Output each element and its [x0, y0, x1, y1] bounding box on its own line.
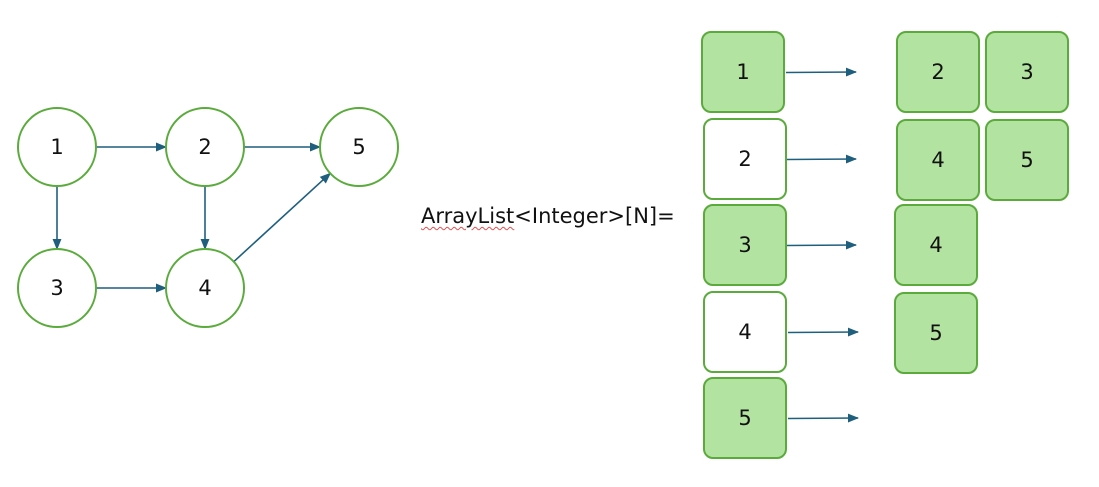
- list-neighbor-label: 4: [929, 233, 942, 257]
- graph-node-4: 4: [165, 248, 245, 328]
- list-neighbor-2-5: 5: [985, 119, 1069, 201]
- graph-node-label: 3: [50, 276, 63, 300]
- list-arrow-3: [785, 240, 858, 250]
- list-arrow-5: [787, 413, 860, 423]
- list-index-label: 1: [736, 60, 749, 84]
- graph-edge-4-5: [233, 172, 332, 263]
- arraylist-caption: ArrayList<Integer>[N]=: [421, 204, 675, 228]
- list-index-box: [703, 118, 787, 200]
- list-index-box: [703, 377, 787, 459]
- list-neighbor-1-3: 3: [985, 31, 1069, 113]
- list-neighbor-box: [896, 31, 980, 113]
- list-index-box: [703, 204, 787, 286]
- list-neighbor-box: [896, 119, 980, 201]
- graph-node-circle: [17, 107, 97, 187]
- graph-node-3: 3: [17, 248, 97, 328]
- graph-edges: [52, 142, 332, 293]
- list-neighbor-box: [894, 292, 978, 374]
- list-neighbor-2-4: 4: [896, 119, 980, 201]
- list-neighbor-box: [985, 31, 1069, 113]
- graph-nodes: 1 2 3 4 5: [17, 107, 399, 328]
- list-neighbor-label: 4: [931, 148, 944, 172]
- list-neighbor-box: [985, 119, 1069, 201]
- list-index-2: 2: [703, 118, 787, 200]
- graph-node-label: 2: [198, 135, 211, 159]
- graph-node-label: 1: [50, 135, 63, 159]
- graph-node-2: 2: [165, 107, 245, 187]
- list-neighbor-label: 5: [1020, 148, 1033, 172]
- list-neighbor-label: 3: [1020, 60, 1033, 84]
- list-index-1: 1: [701, 31, 785, 113]
- list-index-box: [703, 291, 787, 373]
- list-neighbor-box: [894, 204, 978, 286]
- graph-node-circle: [165, 107, 245, 187]
- list-index-4: 4: [703, 291, 787, 373]
- list-index-5: 5: [703, 377, 787, 459]
- list-index-label: 2: [738, 147, 751, 171]
- list-index-label: 3: [738, 233, 751, 257]
- list-neighbor-3-4: 4: [894, 204, 978, 286]
- list-arrow-2: [785, 154, 858, 164]
- list-neighbor-4-5: 5: [894, 292, 978, 374]
- graph-node-label: 5: [352, 135, 365, 159]
- list-arrow-4: [787, 327, 860, 337]
- graph-node-circle: [165, 248, 245, 328]
- graph-node-circle: [319, 107, 399, 187]
- graph-node-5: 5: [319, 107, 399, 187]
- graph-node-1: 1: [17, 107, 97, 187]
- arraylist-type-name: ArrayList: [421, 204, 515, 228]
- list-arrow-1: [785, 67, 858, 77]
- arraylist-type-params: <Integer>[N]=: [514, 204, 675, 228]
- graph-node-label: 4: [198, 276, 211, 300]
- list-index-label: 4: [738, 320, 751, 344]
- list-neighbor-1-2: 2: [896, 31, 980, 113]
- list-index-3: 3: [703, 204, 787, 286]
- list-index-label: 5: [738, 406, 751, 430]
- list-neighbor-label: 2: [931, 60, 944, 84]
- list-neighbor-label: 5: [929, 321, 942, 345]
- list-boxes: 1 2 3 2 4 5 3 4 4 5 5: [701, 31, 1069, 459]
- graph-node-circle: [17, 248, 97, 328]
- list-arrows: [785, 67, 860, 423]
- list-index-box: [701, 31, 785, 113]
